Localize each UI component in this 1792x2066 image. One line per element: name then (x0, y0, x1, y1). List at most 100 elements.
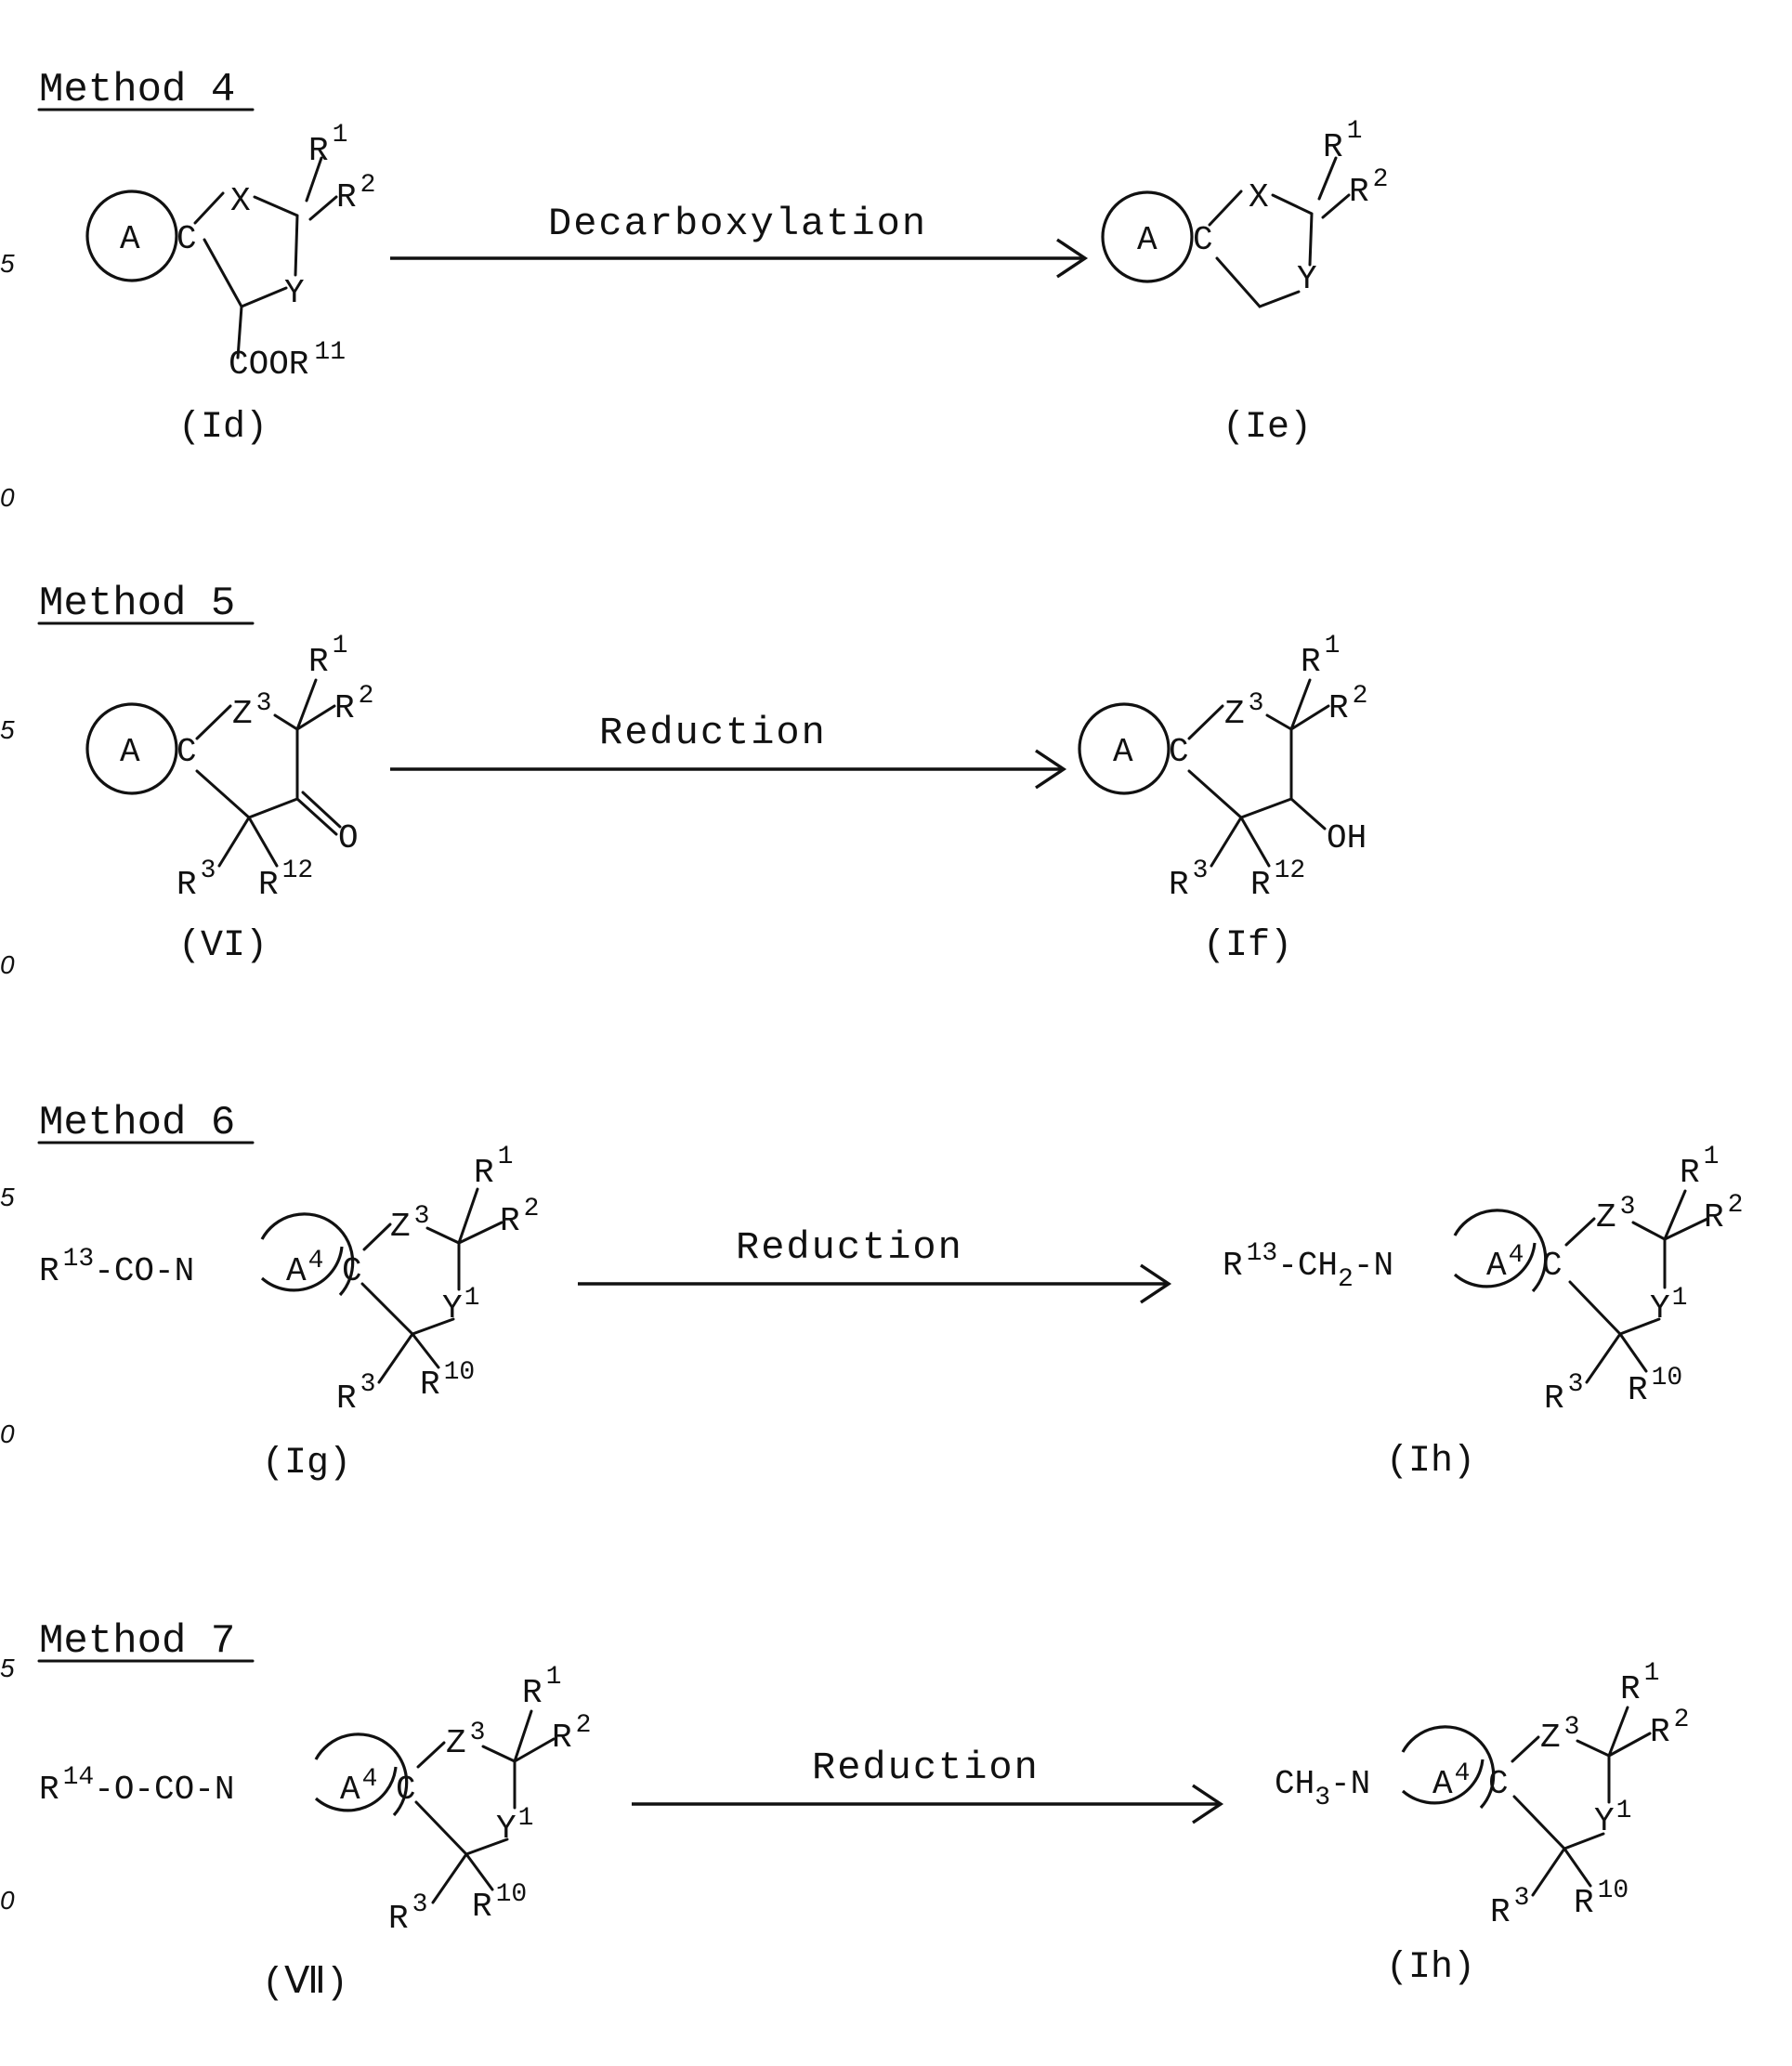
substituent-r10: R10 (1574, 1876, 1628, 1922)
method-6-heading: Method 6 (39, 1100, 235, 1146)
compound-Ig: R13-CO-N A4 C Z3 R1 R2 Y1 R3 R10 (Ig) (39, 1143, 539, 1484)
reagent-reduction: Reduction (812, 1746, 1040, 1790)
substituent-r10: R10 (420, 1358, 475, 1404)
ring-a-letter: A (120, 220, 140, 258)
substituent-r12: R12 (1250, 856, 1305, 904)
substituent-r2: R2 (1328, 682, 1367, 727)
substituent-r2: R2 (336, 171, 375, 216)
hydroxyl-oh: OH (1327, 819, 1367, 857)
substituent-coor11: COOR11 (229, 338, 346, 384)
compound-VII: R14-O-CO-N A4 C Z3 R1 R2 Y1 R3 R10 (Ⅶ) (39, 1663, 591, 2005)
ring-a4-letter: A4 (1432, 1759, 1470, 1803)
compound-label-If: (If) (1203, 925, 1292, 967)
atom-z3: Z3 (1224, 689, 1263, 733)
substituent-r3: R3 (336, 1370, 375, 1418)
substituent-r2: R2 (500, 1195, 539, 1240)
substituent-r2: R2 (334, 682, 373, 727)
ring-a-letter: A (1137, 221, 1158, 259)
atom-y: Y (1297, 260, 1317, 298)
atom-c: C (177, 733, 197, 771)
margin-number: 0 (0, 1886, 15, 1915)
margin-number: 5 (0, 1183, 15, 1211)
method-5: Method 5 A C Z3 R1 R2 O R3 R12 (VI) Redu… (39, 581, 1367, 967)
compound-label-VI: (VI) (178, 925, 268, 967)
compound-label-Ie: (Ie) (1223, 407, 1312, 449)
substituent-r1: R1 (1620, 1659, 1659, 1708)
bonds (362, 1189, 502, 1382)
substituent-r2: R2 (1650, 1706, 1689, 1751)
substituent-r1: R1 (522, 1663, 561, 1712)
substituent-r10: R10 (1628, 1364, 1682, 1409)
compound-Ih: R13-CH2-N A4 C Z3 R1 R2 Y1 R3 R10 (Ih) (1223, 1143, 1743, 1483)
margin-number: 0 (0, 1419, 15, 1448)
substituent-r1: R1 (308, 121, 347, 170)
method-7-heading: Method 7 (39, 1618, 235, 1665)
substituent-r3: R3 (1169, 856, 1208, 904)
compound-Ih-second: CH3-N A4 C Z3 R1 R2 Y1 R3 R10 (Ih) (1275, 1659, 1689, 1989)
compound-label-Ig: (Ig) (262, 1443, 351, 1484)
method-6: Method 6 R13-CO-N A4 C Z3 R1 R2 Y1 R3 R1… (39, 1100, 1743, 1484)
substituent-r1: R1 (474, 1143, 513, 1192)
atom-x: X (230, 182, 251, 220)
compound-Id: A C X Y R1 R2 COOR11 (Id) (87, 121, 375, 449)
compound-label-Ih: (Ih) (1386, 1947, 1475, 1989)
methyl-prefix: CH3-N (1275, 1765, 1370, 1812)
compound-label-Ih: (Ih) (1386, 1441, 1475, 1483)
ring-a4-letter: A4 (1486, 1241, 1524, 1285)
substituent-r3: R3 (177, 856, 216, 904)
margin-number: 0 (0, 483, 15, 512)
compound-label-Id: (Id) (178, 407, 268, 449)
atom-x: X (1249, 178, 1269, 216)
substituent-r3: R3 (1490, 1884, 1529, 1931)
substituent-r3: R3 (1544, 1370, 1583, 1418)
method-5-heading: Method 5 (39, 581, 235, 627)
ring-a-letter: A (120, 733, 140, 771)
substituent-r1: R1 (1323, 117, 1362, 166)
substituent-r1: R1 (1680, 1143, 1719, 1192)
substituent-r10: R10 (472, 1880, 527, 1926)
compound-If: A C Z3 R1 R2 OH R3 R12 (If) (1079, 632, 1367, 967)
compound-VI: A C Z3 R1 R2 O R3 R12 (VI) (87, 632, 373, 967)
bonds (195, 158, 336, 358)
atom-z3: Z3 (446, 1719, 485, 1762)
method-7: Method 7 R14-O-CO-N A4 C Z3 R1 R2 Y1 R3 … (39, 1618, 1689, 2005)
substituent-r2: R2 (1349, 165, 1388, 211)
compound-label-VII: (Ⅶ) (262, 1963, 348, 2005)
atom-c: C (177, 220, 197, 258)
reagent-decarboxylation: Decarboxylation (548, 202, 927, 246)
margin-number: 5 (0, 1654, 15, 1682)
acyl-prefix: R13-CO-N (39, 1245, 194, 1290)
atom-y: Y (284, 274, 305, 312)
atom-c: C (1542, 1247, 1563, 1285)
method-4-heading: Method 4 (39, 67, 235, 113)
reagent-reduction: Reduction (599, 711, 827, 755)
compound-Ie: A C X Y R1 R2 (Ie) (1103, 117, 1388, 449)
atom-o: O (338, 819, 359, 857)
atom-c: C (1169, 733, 1189, 771)
atom-z3: Z3 (232, 689, 271, 733)
atom-z3: Z3 (390, 1202, 429, 1246)
ring-a-letter: A (1113, 733, 1133, 771)
alkyl-prefix: R13-CH2-N (1223, 1239, 1393, 1294)
atom-c: C (396, 1771, 416, 1809)
atom-c: C (342, 1252, 362, 1290)
margin-number: 0 (0, 950, 15, 979)
reagent-reduction: Reduction (736, 1225, 963, 1270)
substituent-r2: R2 (1704, 1191, 1743, 1236)
substituent-r2: R2 (552, 1711, 591, 1757)
substituent-r3: R3 (388, 1890, 427, 1938)
margin-number: 5 (0, 249, 15, 278)
atom-c: C (1193, 221, 1213, 259)
atom-z3: Z3 (1596, 1193, 1635, 1236)
margin-line-numbers: 5 0 5 0 5 0 5 0 (0, 249, 15, 1915)
atom-z3: Z3 (1540, 1713, 1579, 1757)
substituent-r12: R12 (258, 856, 313, 904)
method-4: Method 4 A C X Y R1 R2 COOR11 (Id) Decar… (39, 67, 1388, 449)
substituent-r1: R1 (308, 632, 347, 681)
ring-a4-letter: A4 (340, 1765, 377, 1809)
carbamate-prefix: R14-O-CO-N (39, 1763, 234, 1809)
bonds (1210, 158, 1349, 307)
atom-c: C (1488, 1765, 1509, 1803)
margin-number: 5 (0, 715, 15, 744)
